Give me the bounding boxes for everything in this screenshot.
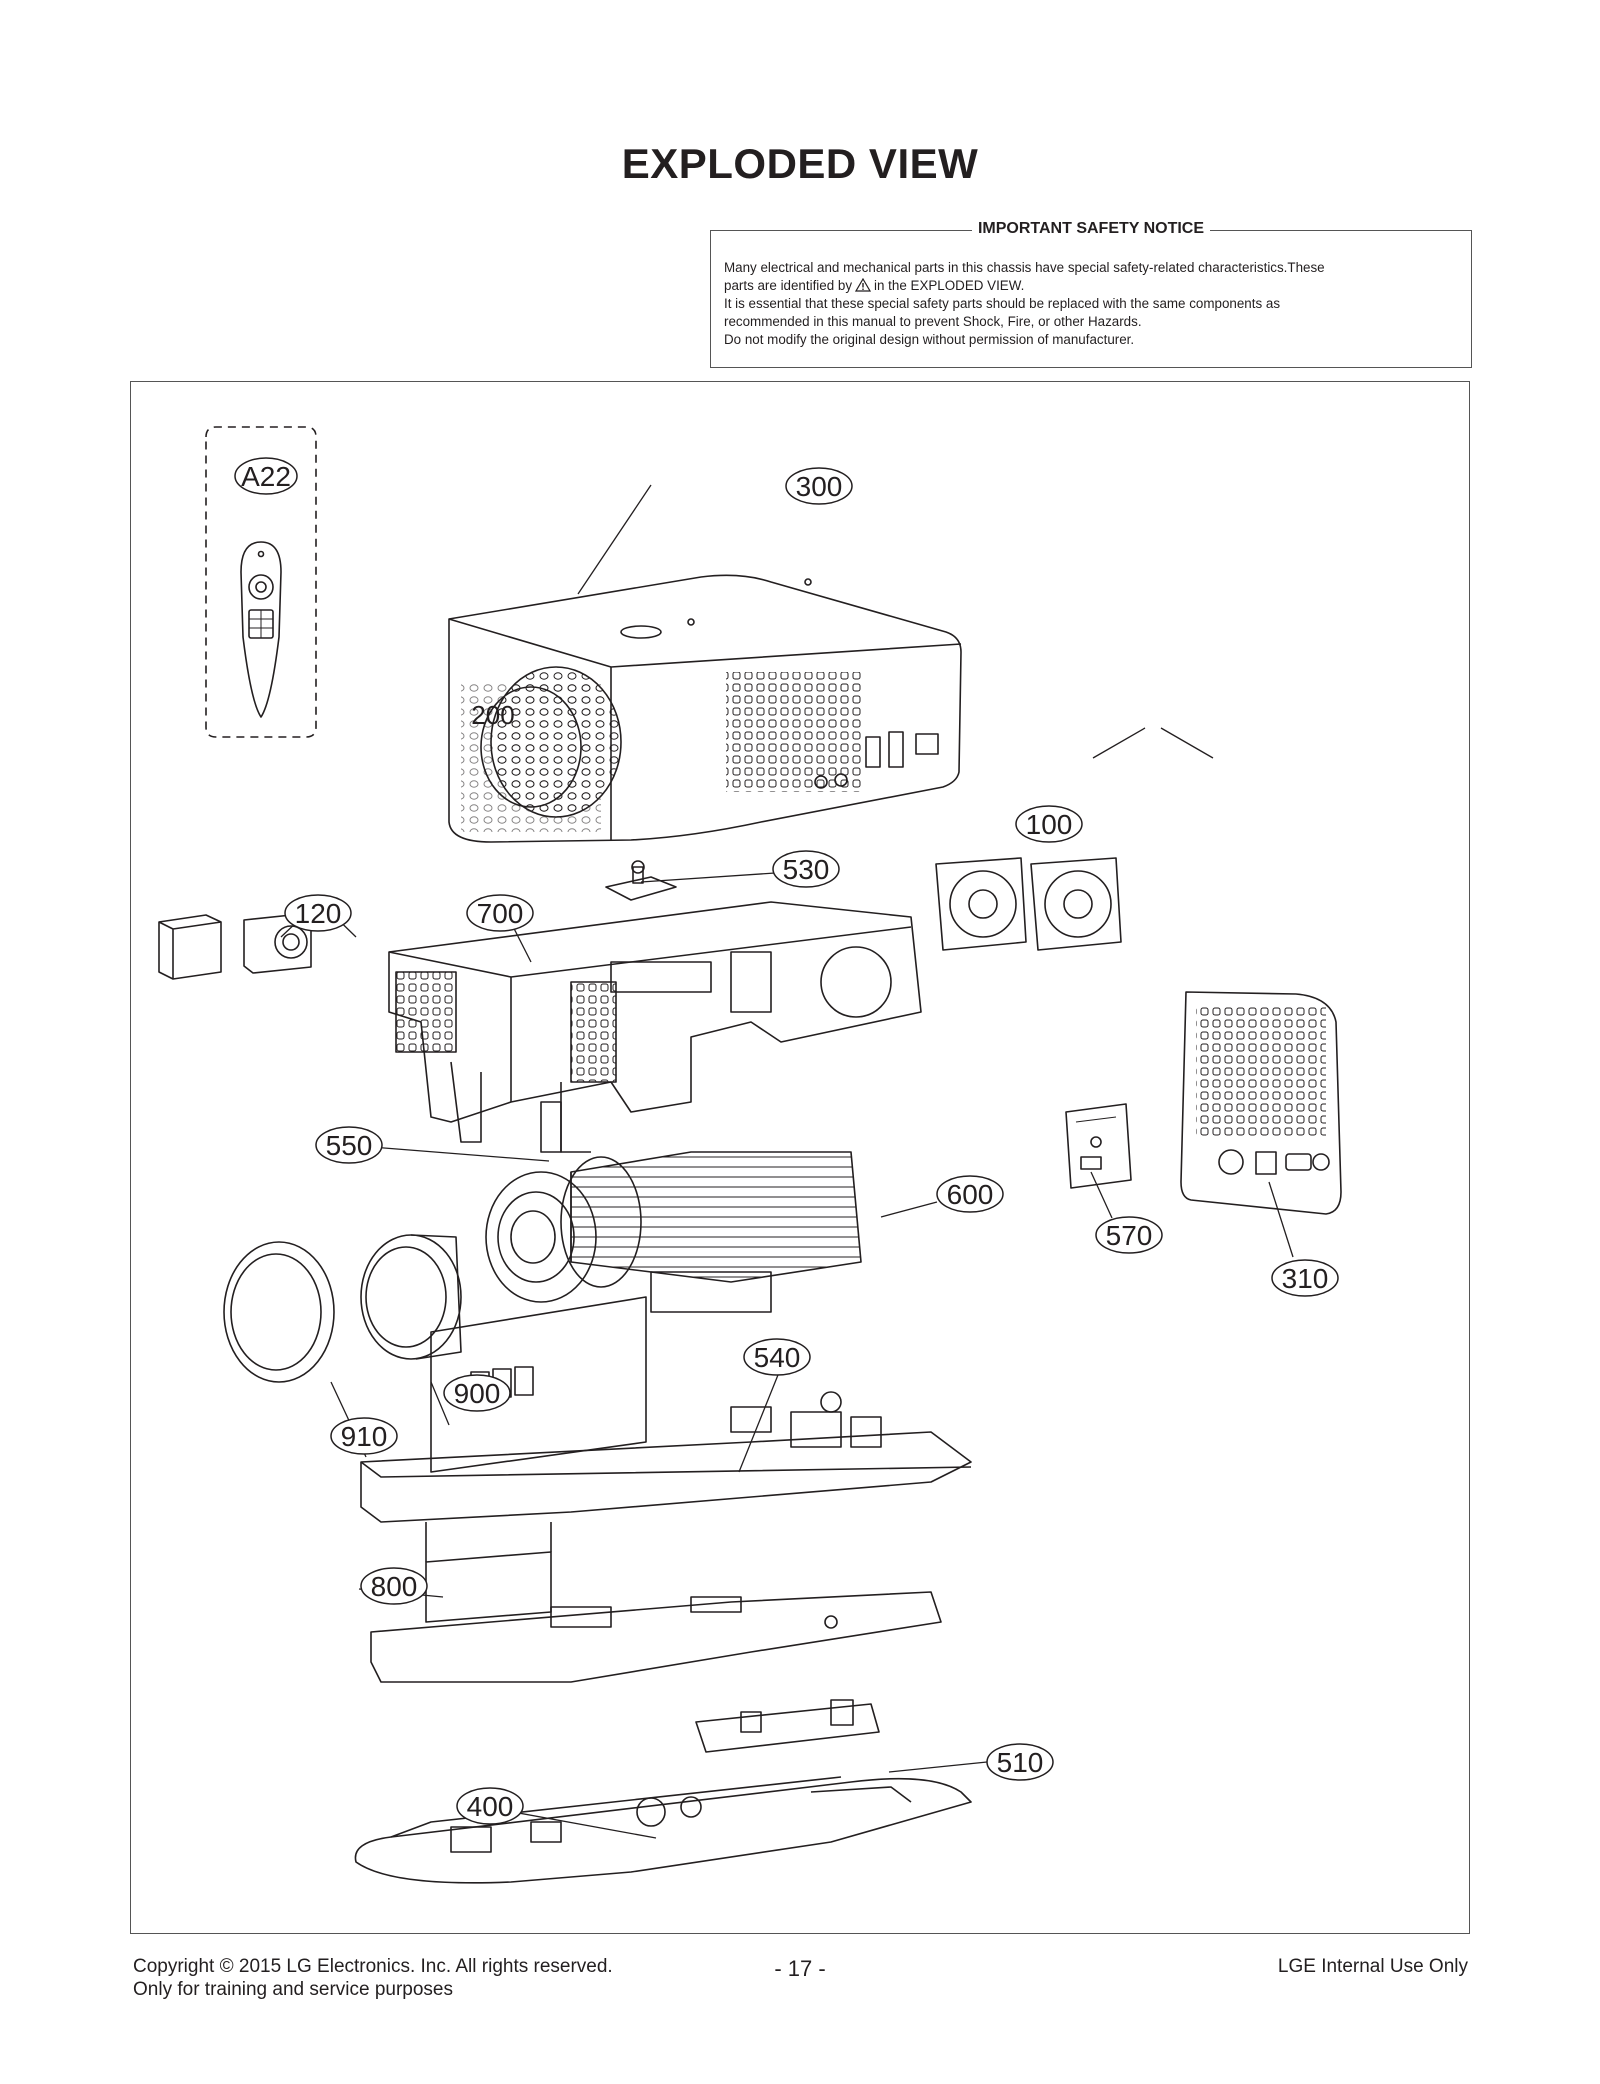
part-530 bbox=[605, 860, 677, 901]
svg-text:700: 700 bbox=[477, 898, 524, 929]
svg-text:910: 910 bbox=[341, 1421, 388, 1452]
part-600-optical-engine bbox=[485, 1151, 862, 1313]
notice-line-5: Do not modify the original design withou… bbox=[724, 332, 1135, 347]
part-400-base bbox=[354, 1776, 972, 1884]
label-910: 910 bbox=[330, 1417, 398, 1455]
label-900: 900 bbox=[443, 1374, 511, 1412]
part-310-rear-cover bbox=[1180, 991, 1342, 1215]
part-900-lens-ring bbox=[360, 1234, 462, 1360]
part-120-blocks bbox=[158, 913, 312, 980]
svg-text:550: 550 bbox=[326, 1130, 373, 1161]
purpose-text: Only for training and service purposes bbox=[133, 1979, 453, 2000]
part-300-top-cover bbox=[448, 574, 962, 843]
remote-control-a22 bbox=[205, 426, 317, 738]
label-200: 200 bbox=[471, 700, 514, 730]
svg-text:100: 100 bbox=[1026, 809, 1073, 840]
label-510: 510 bbox=[986, 1743, 1054, 1781]
safety-notice-box: IMPORTANT SAFETY NOTICE Many electrical … bbox=[710, 220, 1472, 368]
part-910-ring bbox=[223, 1241, 335, 1383]
label-a22: A22 bbox=[234, 457, 298, 495]
exploded-view-diagram: A22 300 200 100 530 120 700 550 bbox=[158, 426, 1342, 1884]
label-310: 310 bbox=[1271, 1259, 1339, 1297]
label-540: 540 bbox=[743, 1338, 811, 1376]
svg-text:540: 540 bbox=[754, 1342, 801, 1373]
svg-text:300: 300 bbox=[796, 471, 843, 502]
exploded-view-frame: A22 300 200 100 530 120 700 550 bbox=[130, 381, 1470, 1934]
label-100: 100 bbox=[1015, 805, 1083, 843]
svg-text:310: 310 bbox=[1282, 1263, 1329, 1294]
label-400: 400 bbox=[456, 1787, 524, 1825]
svg-text:800: 800 bbox=[371, 1571, 418, 1602]
warning-triangle-icon bbox=[855, 278, 872, 292]
part-550-bracket bbox=[540, 1101, 562, 1153]
footer-copyright: Copyright © 2015 LG Electronics. Inc. Al… bbox=[133, 1955, 613, 2001]
label-570: 570 bbox=[1095, 1216, 1163, 1254]
safety-notice-title: IMPORTANT SAFETY NOTICE bbox=[971, 220, 1211, 237]
label-800: 800 bbox=[360, 1567, 428, 1605]
svg-text:900: 900 bbox=[454, 1378, 501, 1409]
label-600: 600 bbox=[936, 1175, 1004, 1213]
page-number: - 17 - bbox=[774, 1956, 826, 1981]
notice-line-3: It is essential that these special safet… bbox=[724, 296, 1281, 311]
internal-use-label: LGE Internal Use Only bbox=[1277, 1956, 1468, 1977]
label-550: 550 bbox=[315, 1126, 383, 1164]
part-800-shield bbox=[370, 1522, 942, 1683]
svg-text:400: 400 bbox=[467, 1791, 514, 1822]
svg-text:530: 530 bbox=[783, 854, 830, 885]
notice-line-4: recommended in this manual to prevent Sh… bbox=[724, 314, 1142, 329]
part-570-board bbox=[1065, 1103, 1132, 1189]
svg-text:A22: A22 bbox=[241, 461, 291, 492]
part-100-fans bbox=[935, 857, 1122, 951]
safety-notice-body: Many electrical and mechanical parts in … bbox=[724, 259, 1458, 349]
svg-text:200: 200 bbox=[471, 700, 514, 730]
label-700: 700 bbox=[466, 894, 534, 932]
part-700-frame bbox=[388, 901, 922, 1153]
label-120: 120 bbox=[284, 894, 352, 932]
page-title: EXPLODED VIEW bbox=[621, 140, 979, 187]
label-300: 300 bbox=[785, 467, 853, 505]
notice-line-1: Many electrical and mechanical parts in … bbox=[724, 260, 1325, 275]
copyright-text: Copyright © 2015 LG Electronics. Inc. Al… bbox=[133, 1956, 613, 1977]
part-510-board bbox=[695, 1699, 880, 1753]
svg-text:570: 570 bbox=[1106, 1220, 1153, 1251]
label-530: 530 bbox=[772, 850, 840, 888]
svg-text:600: 600 bbox=[947, 1179, 994, 1210]
svg-text:120: 120 bbox=[295, 898, 342, 929]
svg-text:510: 510 bbox=[997, 1747, 1044, 1778]
